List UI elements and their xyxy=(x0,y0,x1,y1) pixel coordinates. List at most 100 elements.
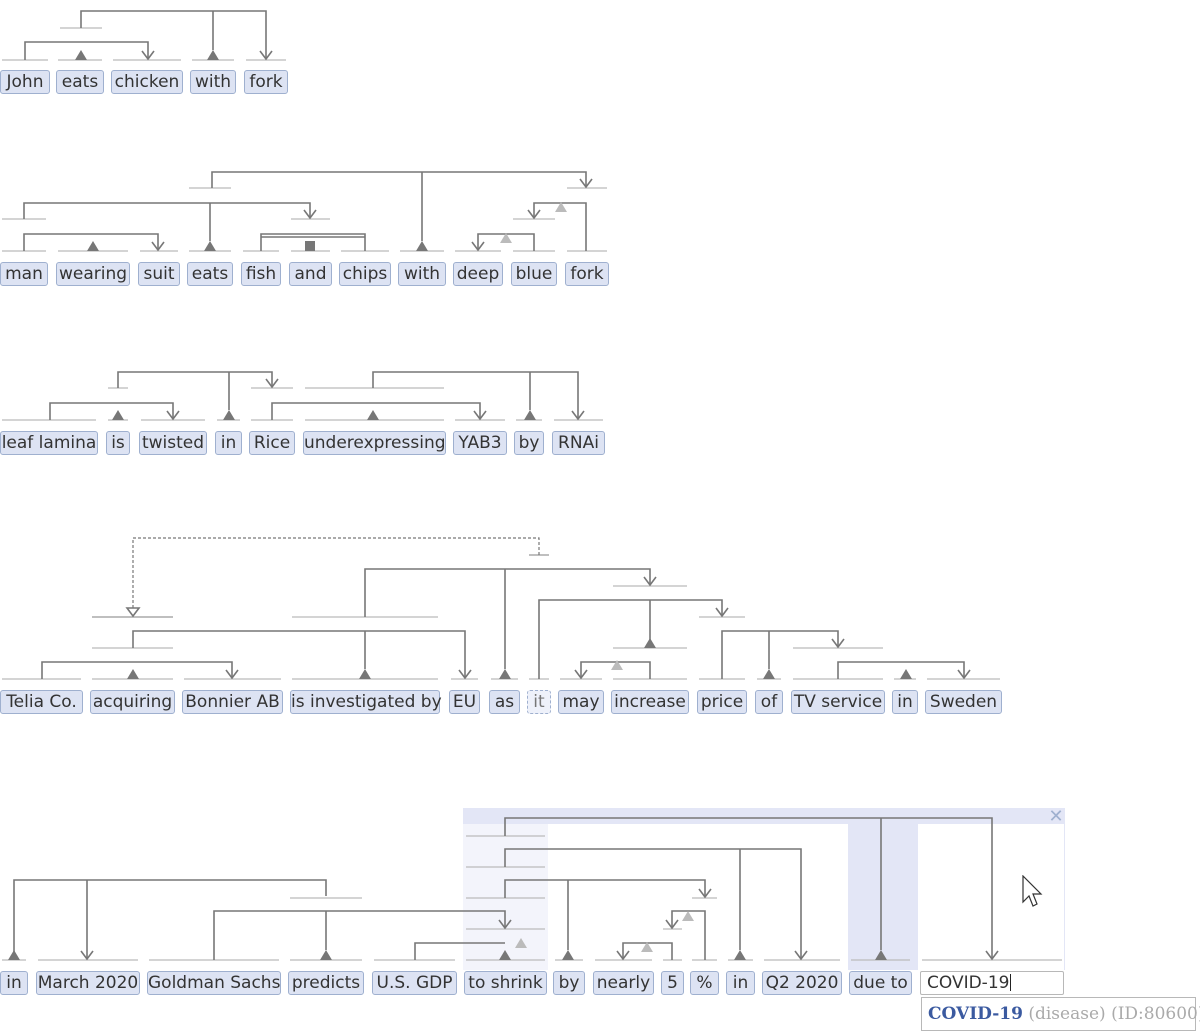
head-marker xyxy=(87,241,99,251)
token[interactable]: increase xyxy=(611,690,689,714)
dependency-edge xyxy=(260,233,366,251)
mouse-pointer-icon xyxy=(1022,875,1043,907)
token[interactable]: blue xyxy=(511,262,557,286)
arrow-head xyxy=(225,669,239,680)
arrow-head xyxy=(579,178,593,189)
token[interactable]: chicken xyxy=(111,70,183,94)
token[interactable]: man xyxy=(0,262,48,286)
token[interactable]: in xyxy=(726,971,755,995)
token[interactable]: 5 xyxy=(661,971,684,995)
autocomplete-suggestion[interactable]: COVID-19 (disease) (ID:80600) xyxy=(921,997,1200,1031)
token[interactable]: Bonnier AB xyxy=(182,690,283,714)
token[interactable]: YAB3 xyxy=(453,431,507,455)
edit-panel-column xyxy=(463,824,548,970)
token[interactable]: fish xyxy=(241,262,281,286)
dependency-edge xyxy=(837,661,965,679)
head-marker xyxy=(524,410,536,420)
token[interactable]: underexpressing xyxy=(303,431,446,455)
head-marker xyxy=(207,50,219,60)
dependency-edge xyxy=(24,41,149,60)
arrow-head xyxy=(125,607,141,618)
token[interactable]: leaf lamina xyxy=(0,431,98,455)
token[interactable]: Telia Co. xyxy=(0,690,83,714)
token[interactable]: due to xyxy=(849,971,912,995)
head-marker xyxy=(900,669,912,679)
token[interactable]: fork xyxy=(565,262,609,286)
dependency-edge xyxy=(580,661,651,679)
token[interactable]: Goldman Sachs xyxy=(147,971,281,995)
head-marker xyxy=(112,410,124,420)
token[interactable]: suit xyxy=(138,262,180,286)
coordination-marker xyxy=(305,241,315,251)
token[interactable]: predicts xyxy=(288,971,364,995)
arrow-head xyxy=(458,669,472,680)
token[interactable]: in xyxy=(215,431,242,455)
entity-search-input[interactable]: COVID-19 xyxy=(920,971,1064,995)
token[interactable]: Q2 2020 xyxy=(762,971,842,995)
head-marker xyxy=(416,241,428,251)
token[interactable]: EU xyxy=(449,690,480,714)
token[interactable]: with xyxy=(398,262,446,286)
token[interactable]: eats xyxy=(56,70,104,94)
dependency-edge xyxy=(213,910,506,960)
head-marker xyxy=(8,950,20,960)
arrow-head xyxy=(259,50,273,61)
token[interactable]: is xyxy=(106,431,130,455)
dependency-edge xyxy=(23,202,311,219)
token[interactable]: and xyxy=(289,262,332,286)
token[interactable]: by xyxy=(514,431,544,455)
token[interactable]: as xyxy=(489,690,520,714)
token[interactable]: deep xyxy=(453,262,503,286)
token[interactable]: by xyxy=(553,971,585,995)
token[interactable]: of xyxy=(755,690,783,714)
token[interactable]: Sweden xyxy=(925,690,1002,714)
token[interactable]: is investigated by xyxy=(290,690,442,714)
head-marker xyxy=(644,638,656,648)
token[interactable]: wearing xyxy=(56,262,130,286)
token[interactable]: in xyxy=(0,971,28,995)
suggestion-type: (disease) xyxy=(1028,1004,1106,1024)
arrow-head xyxy=(151,241,165,252)
token[interactable]: TV service xyxy=(791,690,885,714)
token[interactable]: in xyxy=(892,690,918,714)
dependency-edge xyxy=(41,661,233,679)
token[interactable]: may xyxy=(558,690,604,714)
token[interactable]: acquiring xyxy=(90,690,175,714)
dependency-edge xyxy=(13,879,327,960)
token[interactable]: John xyxy=(0,70,50,94)
arrow-head xyxy=(643,576,657,587)
arrow-head xyxy=(715,607,729,618)
token[interactable]: twisted xyxy=(139,431,207,455)
arrow-head xyxy=(265,378,279,389)
token[interactable]: nearly xyxy=(593,971,654,995)
arrow-head xyxy=(471,241,485,252)
close-icon[interactable]: ✕ xyxy=(1048,806,1064,827)
head-marker xyxy=(127,669,139,679)
token[interactable]: chips xyxy=(339,262,391,286)
token[interactable]: Rice xyxy=(249,431,295,455)
arrow-head xyxy=(473,410,487,421)
arrow-head xyxy=(166,410,180,421)
token[interactable]: % xyxy=(690,971,719,995)
token[interactable]: to shrink xyxy=(464,971,547,995)
edit-panel-column xyxy=(548,824,848,970)
head-marker xyxy=(555,202,567,212)
arrow-head xyxy=(80,950,94,961)
arrow-head xyxy=(303,209,317,220)
head-marker xyxy=(763,669,775,679)
token[interactable]: eats xyxy=(187,262,233,286)
token[interactable]: U.S. GDP xyxy=(372,971,457,995)
dependency-edge xyxy=(372,371,579,418)
dependency-edge xyxy=(117,371,273,388)
token[interactable]: RNAi xyxy=(552,431,605,455)
token[interactable]: March 2020 xyxy=(36,971,140,995)
suggestion-name: COVID-19 xyxy=(928,1004,1023,1024)
dependency-edge xyxy=(80,10,267,58)
token[interactable]: fork xyxy=(244,70,288,94)
token[interactable]: price xyxy=(697,690,747,714)
token[interactable]: with xyxy=(190,70,236,94)
arrow-head xyxy=(831,638,845,649)
token[interactable]: it xyxy=(527,690,551,714)
head-marker xyxy=(500,233,512,243)
